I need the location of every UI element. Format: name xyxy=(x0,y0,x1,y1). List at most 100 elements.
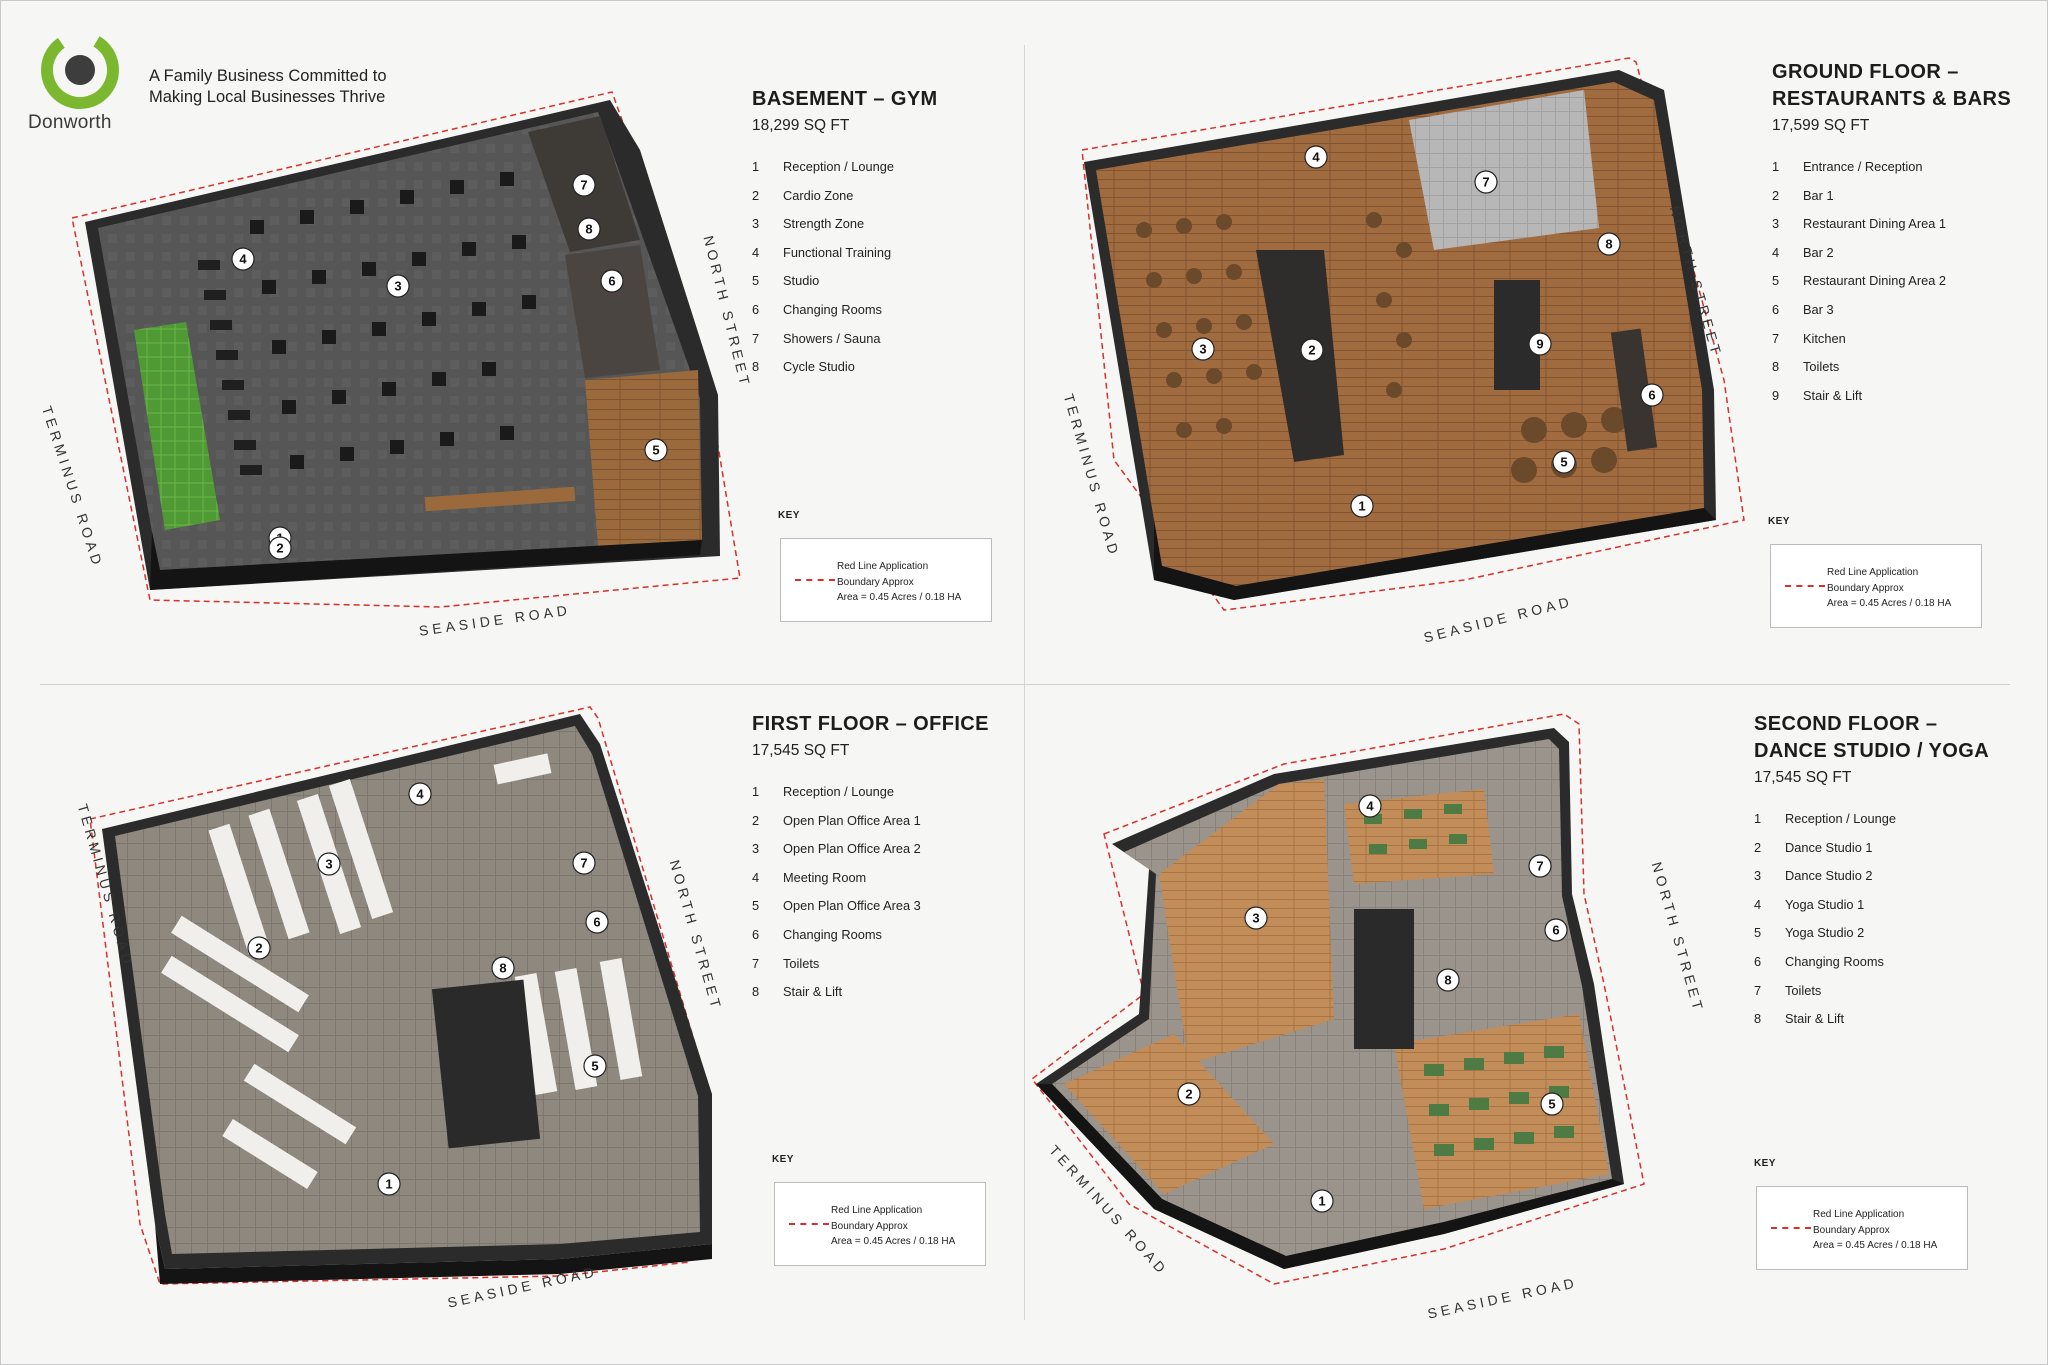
room-number: 9 xyxy=(1772,387,1780,403)
room-number: 6 xyxy=(1754,953,1762,969)
key-text: Red Line Application Boundary Approx Are… xyxy=(831,1203,955,1250)
key-text: Red Line Application Boundary Approx Are… xyxy=(1827,565,1951,612)
room-label: Dance Studio 1 xyxy=(1785,839,1873,855)
key-title: KEY xyxy=(772,1154,794,1165)
room-list-item: 3 Strength Zone xyxy=(752,210,938,239)
room-label: Open Plan Office Area 3 xyxy=(783,898,921,914)
room-label: Meeting Room xyxy=(783,869,867,885)
key-line-2: Boundary Approx xyxy=(1813,1224,1890,1236)
key-text: Red Line Application Boundary Approx Are… xyxy=(1813,1207,1937,1254)
room-number: 4 xyxy=(752,869,760,885)
room-label: Restaurant Dining Area 2 xyxy=(1803,273,1946,289)
room-number: 4 xyxy=(752,244,760,260)
room-label: Changing Rooms xyxy=(783,301,882,317)
key-line-1: Red Line Application xyxy=(1827,567,1919,578)
red-line-swatch xyxy=(1771,1227,1811,1229)
key-line-2: Boundary Approx xyxy=(1827,582,1904,594)
room-label: Reception / Lounge xyxy=(783,159,894,174)
basement-area: 18,299 SQ FT xyxy=(752,117,850,134)
room-number: 1 xyxy=(1754,811,1762,826)
room-list-item: 4 Meeting Room xyxy=(752,864,989,893)
room-label: Stair & Lift xyxy=(1785,1011,1845,1027)
second-red-boundary xyxy=(1030,713,1645,1285)
room-number: 8 xyxy=(752,359,760,375)
room-number: 3 xyxy=(752,216,760,232)
room-label: Open Plan Office Area 2 xyxy=(783,841,921,857)
room-number: 3 xyxy=(1754,868,1762,884)
key-line-2: Boundary Approx xyxy=(837,576,914,588)
room-label: Studio xyxy=(783,273,820,289)
room-number: 5 xyxy=(752,898,760,914)
room-list-item: 5 Open Plan Office Area 3 xyxy=(752,892,989,921)
room-number: 4 xyxy=(1772,244,1780,260)
room-number: 7 xyxy=(752,330,760,346)
room-list-item: 4 Bar 2 xyxy=(1772,239,2011,268)
room-number: 3 xyxy=(1772,216,1780,232)
room-number: 6 xyxy=(752,301,760,317)
room-label: Yoga Studio 1 xyxy=(1785,896,1865,912)
key-box: Red Line Application Boundary Approx Are… xyxy=(774,1182,986,1266)
divider-horizontal-left xyxy=(40,684,1090,685)
second-plan-drawing xyxy=(1030,713,1645,1285)
room-number: 5 xyxy=(1754,925,1762,941)
room-number: 6 xyxy=(1772,301,1780,317)
room-label: Stair & Lift xyxy=(783,984,843,1000)
ground-stair-core xyxy=(1494,280,1540,390)
key-line-1: Red Line Application xyxy=(837,561,929,572)
room-label: Strength Zone xyxy=(783,216,865,232)
room-label: Cardio Zone xyxy=(783,187,854,203)
room-number: 7 xyxy=(1754,982,1762,998)
room-label: Toilets xyxy=(783,955,820,971)
dance-studio-1-floor xyxy=(1064,1034,1274,1194)
room-list-item: 7 Kitchen xyxy=(1772,325,2011,354)
cardio-machines xyxy=(198,260,262,475)
room-label: Bar 1 xyxy=(1803,187,1834,203)
key-box: Red Line Application Boundary Approx Are… xyxy=(780,538,992,622)
key-box: Red Line Application Boundary Approx Are… xyxy=(1756,1186,1968,1270)
basement-key: KEY Red Line Application Boundary Approx… xyxy=(778,510,992,622)
first-title: FIRST FLOOR – OFFICE xyxy=(752,713,989,735)
first-plan-drawing xyxy=(89,706,712,1285)
room-label: Kitchen xyxy=(1803,330,1846,346)
room-number: 8 xyxy=(1772,359,1780,375)
key-title: KEY xyxy=(778,510,800,521)
room-label: Bar 2 xyxy=(1803,244,1834,260)
key-title: KEY xyxy=(1768,516,1790,527)
room-label: Toilets xyxy=(1803,359,1840,375)
second-area: 17,545 SQ FT xyxy=(1754,769,1852,786)
room-label: Changing Rooms xyxy=(1785,953,1884,969)
brand-name: Donworth xyxy=(28,112,112,133)
bar-1-counter xyxy=(1256,250,1344,462)
ground-area: 17,599 SQ FT xyxy=(1772,117,1870,134)
room-number: 4 xyxy=(1754,896,1762,912)
key-line-3: Area = 0.45 Acres / 0.18 HA xyxy=(831,1236,956,1247)
room-label: Reception / Lounge xyxy=(783,784,894,799)
room-label: Showers / Sauna xyxy=(783,330,881,346)
room-label: Yoga Studio 2 xyxy=(1785,925,1865,941)
divider-vertical xyxy=(1024,45,1025,1320)
room-number: 2 xyxy=(752,812,760,828)
room-list-item: 6 Changing Rooms xyxy=(752,296,938,325)
room-list-item: 6 Changing Rooms xyxy=(1754,948,1989,977)
key-line-3: Area = 0.45 Acres / 0.18 HA xyxy=(837,592,962,603)
donworth-logo-icon xyxy=(41,31,119,109)
room-list-item: 4 Yoga Studio 1 xyxy=(1754,891,1989,920)
ground-key: KEY Red Line Application Boundary Approx… xyxy=(1768,516,1982,628)
room-label: Reception / Lounge xyxy=(1785,811,1896,826)
room-list-item: 7 Showers / Sauna xyxy=(752,325,938,354)
ground-red-boundary xyxy=(1081,57,1745,611)
room-number: 2 xyxy=(752,187,760,203)
key-line-3: Area = 0.45 Acres / 0.18 HA xyxy=(1827,598,1952,609)
ground-info: GROUND FLOOR – RESTAURANTS & BARS 17,599… xyxy=(1772,59,2011,410)
room-number: 7 xyxy=(1772,330,1780,346)
